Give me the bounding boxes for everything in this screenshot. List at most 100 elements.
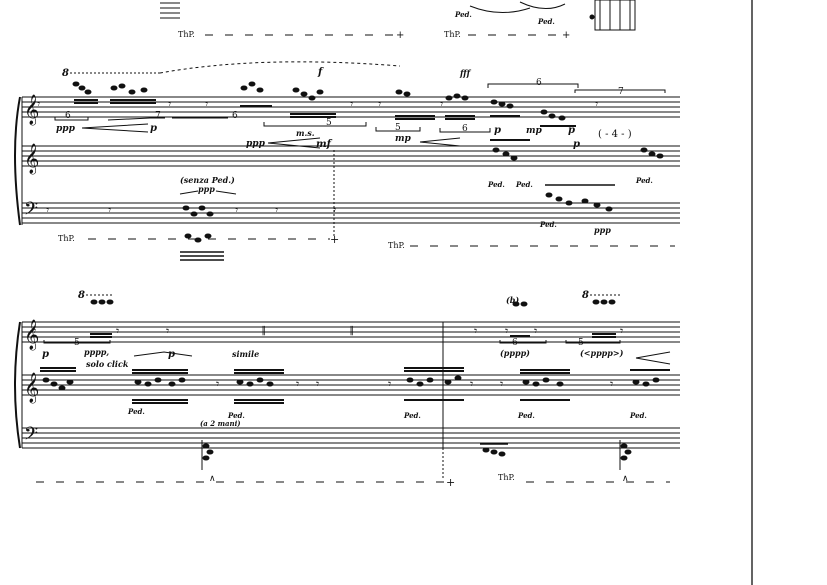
svg-text:𝄾: 𝄾 (108, 203, 111, 217)
ped-c: Ped. (635, 176, 653, 185)
ped-d: Ped. (539, 220, 557, 229)
system-2-note-clusters (40, 299, 670, 470)
s2-dyn-p2: p (168, 349, 175, 360)
top-small-noteheads (160, 2, 180, 19)
s2-solo-click: solo click (86, 359, 129, 369)
svg-text:𝄾: 𝄾 (296, 377, 299, 391)
dyn-ppp-3: ppp (594, 225, 611, 235)
ottava-mark-2: 8 (78, 290, 85, 301)
tuplet-6c: 6 (462, 124, 468, 134)
system-1-rests: 𝄾𝄾𝄾 𝄾𝄾𝄾 𝄾 𝄾𝄾𝄾 𝄾𝄾 (37, 97, 598, 217)
svg-text:+: + (396, 30, 404, 41)
svg-text:𝄾: 𝄾 (333, 203, 336, 217)
system-1-tuplets: 6 7 6 5 5 6 6 7 ( - 4 - ) (54, 78, 666, 140)
top-dashed-line-right: + (468, 30, 570, 41)
s2-ped-1: Ped. (127, 407, 145, 416)
ped-a: Ped. (487, 180, 505, 189)
ottava-mark-3: 8 (582, 290, 589, 301)
tuplet-5a: 5 (326, 118, 332, 128)
svg-text:𝄾: 𝄾 (316, 377, 319, 391)
svg-text:𝄾: 𝄾 (388, 377, 391, 391)
top-thp-left: ThP. (178, 30, 195, 39)
treble-clef-1: 𝄞 (24, 94, 39, 126)
svg-text:𝄾: 𝄾 (440, 97, 443, 111)
senza-ped: (senza Ped.) (180, 175, 235, 185)
s2-simile: simile (232, 349, 259, 359)
svg-text:𝄾: 𝄾 (534, 324, 537, 338)
svg-text:𝄾: 𝄾 (235, 203, 238, 217)
system-1-note-clusters (72, 81, 664, 261)
top-thp-right: ThP. (444, 30, 461, 39)
top-ped-2: Ped. (537, 17, 555, 26)
system-1-brace (14, 96, 21, 226)
system-1-dynamics: ppp p ppp m.s. mf f fff mp p mp p p ppp … (56, 67, 611, 235)
dyn-f: f (317, 67, 324, 78)
svg-text:𝄾: 𝄾 (610, 377, 613, 391)
thp-a: ThP. (58, 234, 75, 243)
svg-text:𝄾: 𝄾 (205, 97, 208, 111)
tuplet-4: ( - 4 - ) (598, 129, 632, 140)
bass-clef-1: 𝄢 (24, 199, 38, 224)
s2-pppp-paren: (pppp) (500, 348, 530, 358)
dyn-ms: m.s. (296, 128, 315, 138)
s2-ped-4: Ped. (517, 411, 535, 420)
dyn-mf: mf (316, 139, 333, 150)
bass-clef-2: 𝄢 (24, 424, 38, 449)
svg-text:𝄾: 𝄾 (378, 97, 381, 111)
thp-b: ThP. (388, 241, 405, 250)
s2-a2mani: (a 2 mani) (200, 419, 241, 428)
dyn-mp-1: mp (395, 134, 412, 144)
tuplet-6b: 6 (232, 111, 238, 121)
s2-accent-2: ∧ (622, 474, 629, 484)
system-2: 𝄞 𝄞 𝄢 8 8 𝄾𝄾𝄾 𝄂𝄂𝄾 𝄾𝄾𝄾 𝄾𝄾𝄾 (14, 290, 680, 489)
system-2-rests: 𝄾𝄾𝄾 𝄂𝄂𝄾 𝄾𝄾𝄾 𝄾𝄾𝄾 𝄾𝄾𝄾 𝄾 (33, 324, 623, 391)
dyn-ppp-bass: ppp (198, 184, 215, 194)
s2-ped-3: Ped. (403, 411, 421, 420)
system-2-brace (14, 321, 21, 449)
tuplet-7b: 7 (618, 87, 624, 97)
ottava-mark-1: 8 (62, 68, 69, 79)
svg-text:𝄾: 𝄾 (505, 324, 508, 338)
s2-dyn-p: p (42, 349, 49, 360)
treble-clef-4: 𝄞 (24, 372, 39, 404)
s2-b-paren: (b) (506, 295, 519, 305)
s2-thp: ThP. (498, 473, 515, 482)
svg-text:𝄾: 𝄾 (350, 97, 353, 111)
system-1-staff-middle (22, 145, 680, 167)
dyn-ppp-2: ppp (246, 139, 266, 149)
tuplet-7a: 7 (155, 111, 161, 121)
dyn-mp-2: mp (526, 126, 543, 136)
tuplet-5b: 5 (395, 123, 401, 133)
system-2-tuplets: 5 6 5 (43, 338, 621, 348)
svg-text:𝄂: 𝄂 (350, 324, 353, 338)
s2-pppp-paren2: (<pppp>) (580, 348, 624, 358)
treble-clef-3: 𝄞 (24, 319, 39, 351)
system-2-staff-middle (22, 374, 680, 396)
svg-text:𝄾: 𝄾 (595, 97, 598, 111)
svg-text:𝄾: 𝄾 (33, 324, 36, 338)
top-note-cluster (469, 0, 636, 31)
system-1: 𝄞 𝄞 𝄢 8 𝄾 𝄾 𝄾 𝄾 𝄾 𝄾 𝄾 𝄾 𝄾 𝄾 (14, 61, 680, 261)
svg-text:𝄂: 𝄂 (262, 324, 265, 338)
dyn-p-3: p (568, 125, 575, 136)
system-1-staff-lower (22, 202, 680, 224)
system-1-pedals: Ped. Ped. Ped. Ped. ThP. ThP. + (58, 150, 675, 250)
svg-text:𝄾: 𝄾 (500, 377, 503, 391)
system-2-pedals: Ped. Ped. Ped. Ped. Ped. (a 2 mani) ThP.… (36, 407, 670, 489)
treble-clef-2: 𝄞 (24, 143, 39, 175)
svg-text:𝄾: 𝄾 (46, 203, 49, 217)
svg-text:+: + (330, 233, 339, 246)
dyn-p-2: p (494, 125, 501, 136)
dyn-p-1: p (150, 123, 157, 134)
system-2-staff-upper (22, 321, 680, 343)
svg-text:𝄾: 𝄾 (166, 324, 169, 338)
svg-text:𝄾: 𝄾 (37, 97, 40, 111)
dyn-p-4: p (573, 139, 580, 150)
s2-accent-1: ∧ (209, 474, 216, 484)
ped-b: Ped. (515, 180, 533, 189)
dyn-fff: fff (459, 68, 472, 78)
svg-text:𝄾: 𝄾 (168, 97, 171, 111)
top-ped-1: Ped. (454, 10, 472, 19)
top-dashed-line-left: + (205, 30, 404, 41)
